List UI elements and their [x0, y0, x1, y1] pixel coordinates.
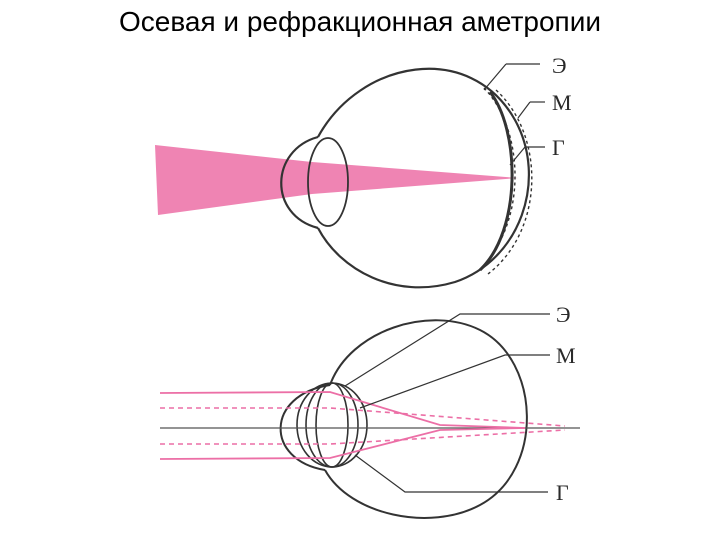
- eyeball-outline: [324, 319, 528, 519]
- ray-solid-upper: [159, 391, 526, 429]
- leader-line-e-bottom: [344, 313, 550, 387]
- leader-line-m: [517, 101, 531, 119]
- label-m-top: М: [552, 90, 572, 115]
- cornea: [280, 135, 319, 230]
- refractive-ametropia-diagram: Э М Г: [159, 302, 580, 519]
- leader-line-g-bottom: [354, 454, 548, 493]
- label-m-bottom: М: [556, 343, 576, 368]
- ray-dashed-upper: [160, 407, 566, 427]
- leader-line-g: [509, 146, 526, 166]
- leader-line-m-bottom: [359, 354, 550, 409]
- label-g-bottom: Г: [556, 480, 569, 505]
- ray-dashed-lower: [160, 429, 566, 445]
- label-e-top: Э: [552, 53, 567, 78]
- lens-middle: [305, 382, 359, 468]
- ray-solid-lower: [159, 427, 526, 460]
- label-e-bottom: Э: [556, 302, 571, 327]
- light-beam: [155, 145, 518, 215]
- eyeball-outline: [317, 67, 530, 289]
- leader-line-e: [483, 63, 507, 91]
- lens-inner: [315, 382, 349, 468]
- retina-myopia: [487, 89, 533, 275]
- retina-hyperopia: [478, 91, 514, 272]
- lens: [307, 137, 349, 227]
- slide-title: Осевая и рефракционная аметропии: [119, 6, 601, 37]
- axial-ametropia-diagram: Э М Г: [155, 53, 572, 289]
- lens-outer: [296, 382, 368, 468]
- label-g-top: Г: [552, 135, 565, 160]
